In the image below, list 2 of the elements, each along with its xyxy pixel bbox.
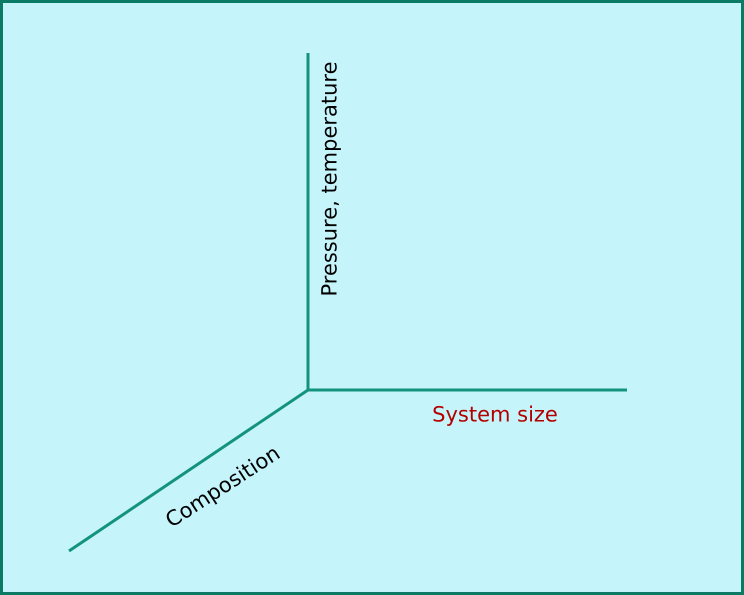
axis-label: System size: [432, 404, 558, 426]
axis-label: Pressure, temperature: [320, 61, 340, 297]
